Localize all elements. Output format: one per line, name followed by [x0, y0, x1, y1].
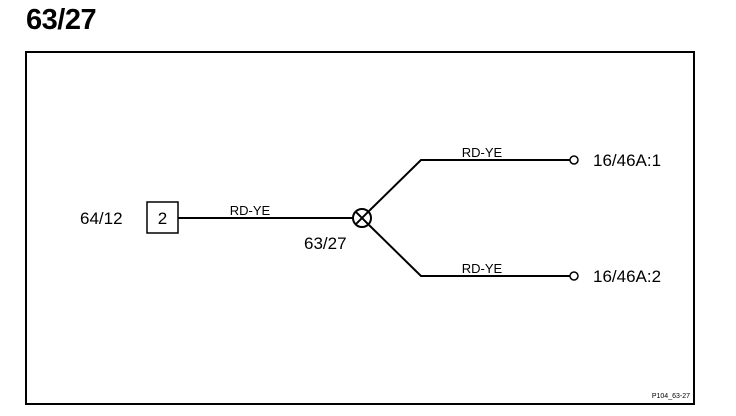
- terminal-lower-icon: [569, 271, 579, 281]
- connector-pin-box: [146, 201, 179, 234]
- figure-reference: P104_63-27: [652, 393, 690, 400]
- wire-main-color-label: RD-YE: [230, 203, 271, 218]
- splice-icon: [352, 208, 372, 228]
- connector-pin-number: 2: [158, 209, 167, 228]
- terminal-upper-icon: [569, 155, 579, 165]
- terminal-upper-label: 16/46A:1: [593, 151, 661, 170]
- page-title: 63/27: [26, 4, 97, 36]
- wire-branch-upper: [368, 159, 570, 212]
- wire-branch-upper-color-label: RD-YE: [462, 145, 503, 160]
- terminal-lower-label: 16/46A:2: [593, 267, 661, 286]
- diagram-frame: [25, 51, 695, 405]
- splice-label: 63/27: [304, 234, 347, 253]
- wire-branch-lower: [368, 224, 570, 277]
- wire-branch-lower-color-label: RD-YE: [462, 261, 503, 276]
- connector-label: 64/12: [80, 209, 123, 228]
